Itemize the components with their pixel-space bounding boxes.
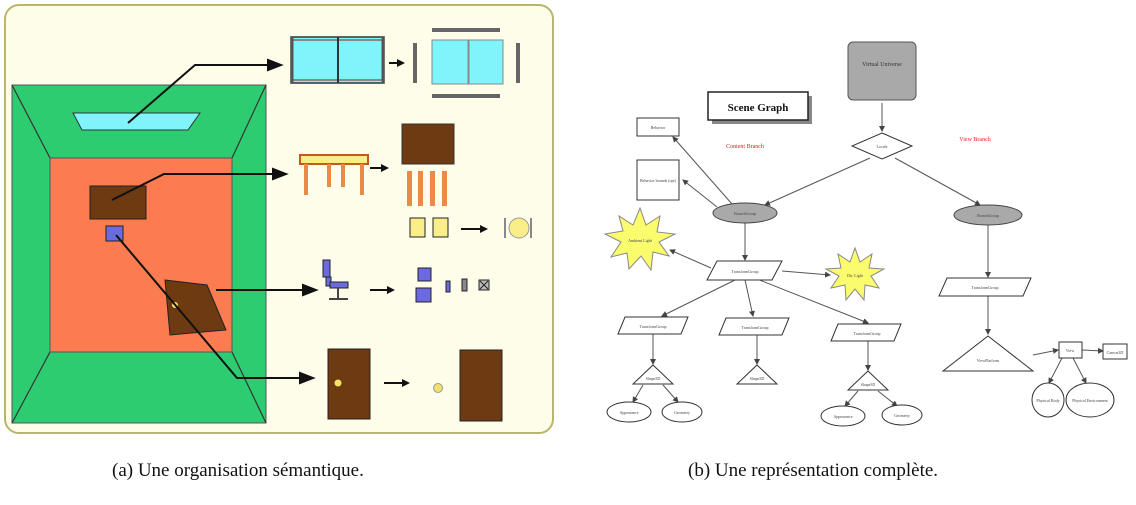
svg-text:Physical Body: Physical Body (1036, 398, 1059, 403)
svg-text:TransformGroup: TransformGroup (640, 324, 667, 329)
canvas3d-node: Canvas3D (1102, 343, 1128, 360)
geometry-node: Geometry (661, 401, 703, 423)
physical-body-node: Physical Body (1031, 382, 1065, 418)
shape3d-node: Shape3D (846, 370, 890, 391)
scene-graph-figure: Virtual Universe Scene Graph Content Bra… (603, 41, 1128, 427)
transform-group-view-node: TransformGroup (938, 277, 1032, 297)
scene-graph-edges (632, 103, 1104, 407)
transform-group-node: TransformGroup (718, 317, 790, 336)
svg-text:Dir. Light: Dir. Light (847, 273, 864, 278)
dir-light-node: Dir. Light (824, 246, 886, 302)
svg-text:TransformGroup: TransformGroup (972, 285, 999, 290)
behavior-bounds-node: Behavior bounds (opt) (636, 159, 680, 201)
svg-text:Behavior bounds (opt): Behavior bounds (opt) (640, 178, 677, 183)
svg-text:TransformGroup: TransformGroup (732, 269, 759, 274)
svg-text:View: View (1066, 348, 1075, 353)
geometry-node: Geometry (881, 404, 923, 426)
branch-group-view-node: BranchGroup (953, 204, 1023, 226)
svg-text:TransformGroup: TransformGroup (742, 325, 769, 330)
locale-node: Locale (850, 132, 914, 160)
room-model (11, 84, 267, 424)
shape3d-node: Shape3D (735, 364, 779, 385)
svg-text:Behavior: Behavior (651, 125, 666, 130)
room-table (89, 185, 147, 220)
ambient-light-node: Ambient Light (603, 206, 677, 272)
figure-a-caption: (a) Une organisation sémantique. (112, 460, 364, 481)
svg-text:Ambient Light: Ambient Light (628, 238, 653, 243)
room-door (164, 279, 227, 336)
virtual-universe-node: Virtual Universe (847, 41, 917, 101)
behavior-node: Behavior (636, 117, 680, 137)
svg-text:Canvas3D: Canvas3D (1107, 350, 1124, 355)
view-node: View (1058, 341, 1083, 359)
physical-environment-node: Physical Environment (1065, 382, 1115, 418)
svg-text:Shape3D: Shape3D (861, 382, 876, 387)
view-branch-label: View Branch (959, 137, 990, 143)
appearance-node: Appearance (820, 405, 866, 427)
svg-text:Appearance: Appearance (833, 414, 852, 419)
scene-graph-title: Scene Graph (728, 102, 789, 114)
room-window (72, 112, 201, 131)
content-branch-label: Content Branch (726, 144, 764, 150)
virtual-universe-label: Virtual Universe (862, 62, 902, 68)
view-platform-node: ViewPlatform (941, 335, 1035, 372)
locale-label: Locale (877, 144, 888, 149)
svg-text:Geometry: Geometry (674, 410, 690, 415)
svg-text:BranchGroup: BranchGroup (977, 213, 999, 218)
svg-text:Appearance: Appearance (619, 410, 638, 415)
transform-group-node: TransformGroup (617, 316, 689, 335)
svg-text:BranchGroup: BranchGroup (734, 211, 756, 216)
room-connectors (111, 58, 319, 385)
svg-text:Shape3D: Shape3D (646, 376, 661, 381)
svg-text:TransformGroup: TransformGroup (854, 331, 881, 336)
svg-text:Physical Environment: Physical Environment (1072, 398, 1108, 403)
branch-group-content-node: BranchGroup (712, 202, 778, 224)
transform-group-node: TransformGroup (706, 260, 783, 281)
semantic-organization-figure (4, 4, 554, 434)
scene-graph-title-box: Scene Graph (707, 91, 812, 124)
door-decomposition (327, 348, 503, 422)
table-decomposition (299, 123, 532, 239)
appearance-node: Appearance (606, 401, 652, 423)
shape3d-node: Shape3D (631, 364, 675, 385)
chair-decomposition (322, 259, 490, 303)
svg-text:Shape3D: Shape3D (750, 376, 765, 381)
svg-text:Geometry: Geometry (894, 413, 910, 418)
window-decomposition (290, 28, 520, 98)
figure-b-caption: (b) Une représentation complète. (688, 460, 939, 481)
svg-text:ViewPlatform: ViewPlatform (977, 358, 1000, 363)
transform-group-node: TransformGroup (830, 323, 902, 342)
